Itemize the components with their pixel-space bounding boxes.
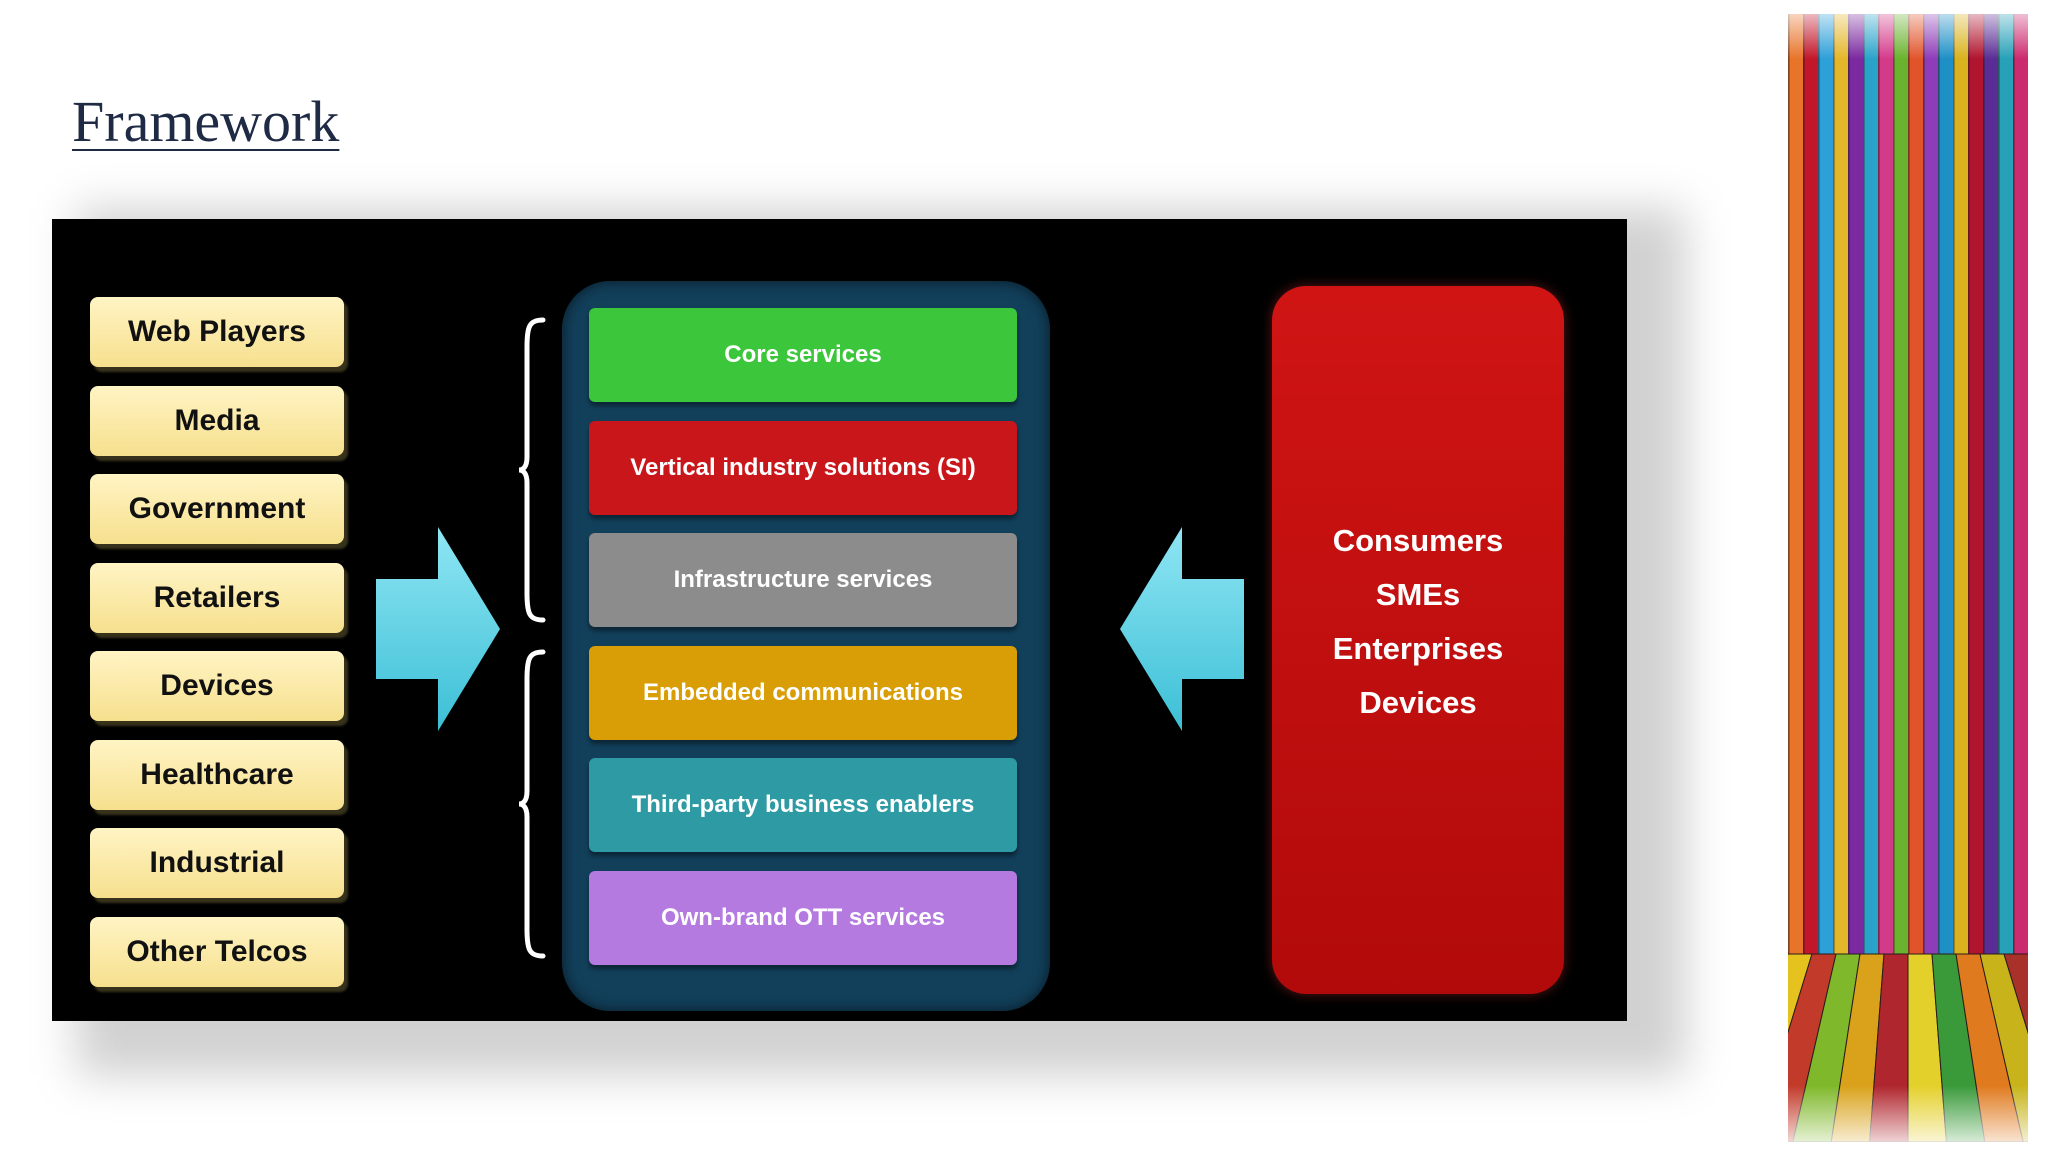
curly-brace-icon — [518, 317, 546, 623]
consumer-segment: Devices — [1359, 685, 1477, 720]
service-layer: Vertical industry solutions (SI) — [589, 420, 1017, 515]
service-layer: Third-party business enablers — [589, 758, 1017, 852]
player-box: Media — [90, 385, 344, 456]
curly-brace-icon — [518, 649, 546, 959]
service-layer: Infrastructure services — [589, 533, 1017, 627]
player-box: Industrial — [90, 828, 344, 898]
left-arrow-icon — [1120, 527, 1244, 731]
service-layer: Own-brand OTT services — [589, 870, 1017, 965]
player-box: Government — [90, 474, 344, 544]
slide-title: Framework — [72, 89, 340, 154]
consumer-segment: Consumers — [1332, 523, 1504, 558]
player-box: Healthcare — [90, 739, 344, 810]
player-box: Retailers — [90, 562, 344, 633]
player-box: Web Players — [90, 297, 344, 367]
decorative-stripes-image — [1788, 14, 2028, 1142]
service-layer: Embedded communications — [589, 645, 1017, 740]
service-layer: Core services — [589, 308, 1017, 402]
consumer-segment: Enterprises — [1332, 631, 1504, 666]
consumer-segment: SMEs — [1375, 577, 1461, 612]
player-box: Other Telcos — [90, 916, 344, 987]
right-arrow-icon — [376, 527, 500, 731]
player-box: Devices — [90, 651, 344, 721]
